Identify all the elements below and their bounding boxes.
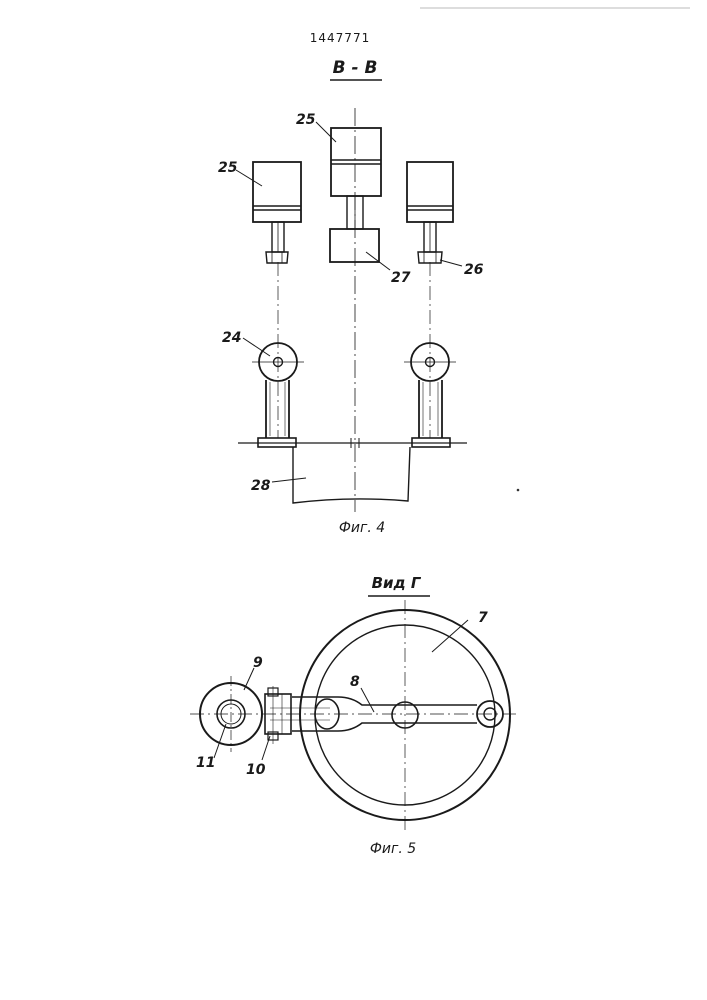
leader-ring — [244, 668, 254, 690]
leader-fork — [262, 736, 270, 760]
figure-5-caption: Фиг. 5 — [370, 841, 416, 857]
figure-4: В - В — [218, 58, 484, 536]
figure-5: Вид Г — [190, 574, 518, 857]
patent-number: 1447771 — [310, 31, 370, 45]
cylinder-right — [407, 162, 453, 263]
cylinder-center — [331, 128, 381, 229]
leader-wheel — [432, 620, 468, 652]
label-7: 7 — [478, 610, 488, 626]
weight-block — [330, 229, 379, 262]
label-8: 8 — [350, 674, 360, 690]
label-26: 26 — [464, 262, 484, 278]
label-10: 10 — [246, 762, 266, 778]
leader-frame — [272, 478, 306, 482]
leader-cyl-center — [316, 122, 336, 142]
label-9: 9 — [253, 655, 263, 671]
label-25-center: 25 — [296, 112, 316, 128]
leader-block — [366, 252, 390, 270]
leader-lever — [361, 688, 374, 712]
label-25-left: 25 — [218, 160, 238, 176]
section-label: В - В — [333, 58, 378, 78]
wheel — [300, 600, 510, 834]
cylinder-left — [253, 162, 301, 263]
label-11: 11 — [196, 755, 215, 771]
label-27: 27 — [391, 270, 411, 286]
label-24: 24 — [222, 330, 241, 346]
frame — [293, 447, 410, 503]
rod-end-right — [418, 252, 442, 263]
scan-speck — [517, 489, 520, 492]
leader-cyl-left — [236, 170, 262, 186]
view-label: Вид Г — [372, 574, 422, 592]
leader-rod-end — [440, 260, 462, 266]
fork — [265, 686, 291, 744]
figure-4-caption: Фиг. 4 — [339, 520, 385, 536]
label-28: 28 — [251, 478, 271, 494]
